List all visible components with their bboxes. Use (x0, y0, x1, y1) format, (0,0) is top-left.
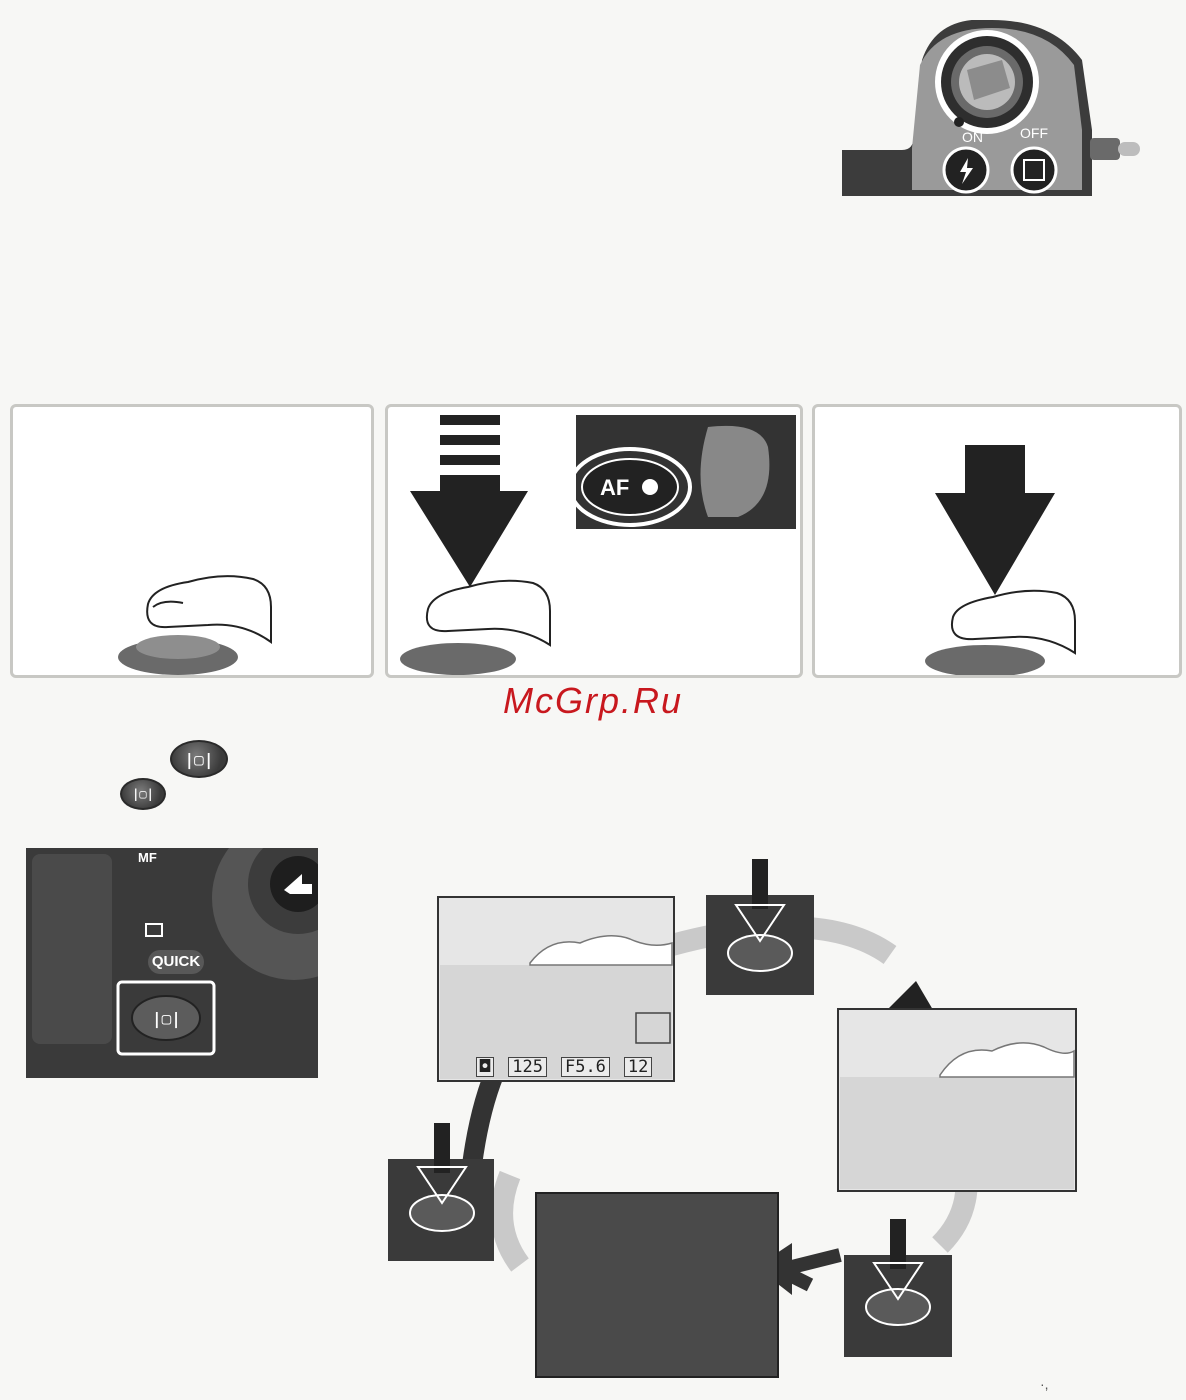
camera-top-illustration: ON OFF (842, 20, 1152, 200)
monitor-button-small: |▢| (120, 778, 166, 810)
shutter-speed-readout: 125 (508, 1057, 547, 1077)
mf-label: MF (138, 850, 157, 865)
finger-icon (427, 581, 550, 645)
monitor-button-press-top[interactable] (706, 859, 814, 995)
down-arrow-icon (935, 445, 1055, 595)
monitor-button-label: |▢| (152, 1009, 181, 1029)
af-label: AF (600, 475, 629, 500)
shooting-mode-indicator: ◘ (476, 1057, 494, 1077)
exposure-compensation-button[interactable] (1012, 148, 1056, 192)
quick-button[interactable]: QUICK (148, 950, 204, 974)
aperture-readout: F5.6 (561, 1057, 610, 1077)
lcd-screen-image-only (838, 1009, 1076, 1191)
shutter-panel-full-press (812, 404, 1182, 678)
flash-button[interactable] (944, 148, 988, 192)
monitor-button-large: |▢| (170, 740, 228, 778)
down-arrow-icon (410, 475, 528, 587)
af-indicator: AF (570, 449, 690, 525)
monitor-cycle-diagram (380, 845, 1180, 1385)
watermark: McGrp.Ru (0, 680, 1186, 722)
on-label: ON (962, 129, 983, 145)
finger-icon (952, 591, 1075, 653)
shutter-panel-rest (10, 404, 374, 678)
frames-remaining-readout: 12 (624, 1057, 652, 1077)
finger-icon (147, 576, 271, 642)
shutter-panel-half-press: AF (385, 404, 803, 678)
lcd-screen-off (536, 1193, 778, 1377)
lcd-status-bar: ◘ 125 F5.6 12 (438, 1054, 674, 1080)
off-label: OFF (1020, 125, 1048, 141)
page-mark: ·, (1040, 1376, 1049, 1392)
